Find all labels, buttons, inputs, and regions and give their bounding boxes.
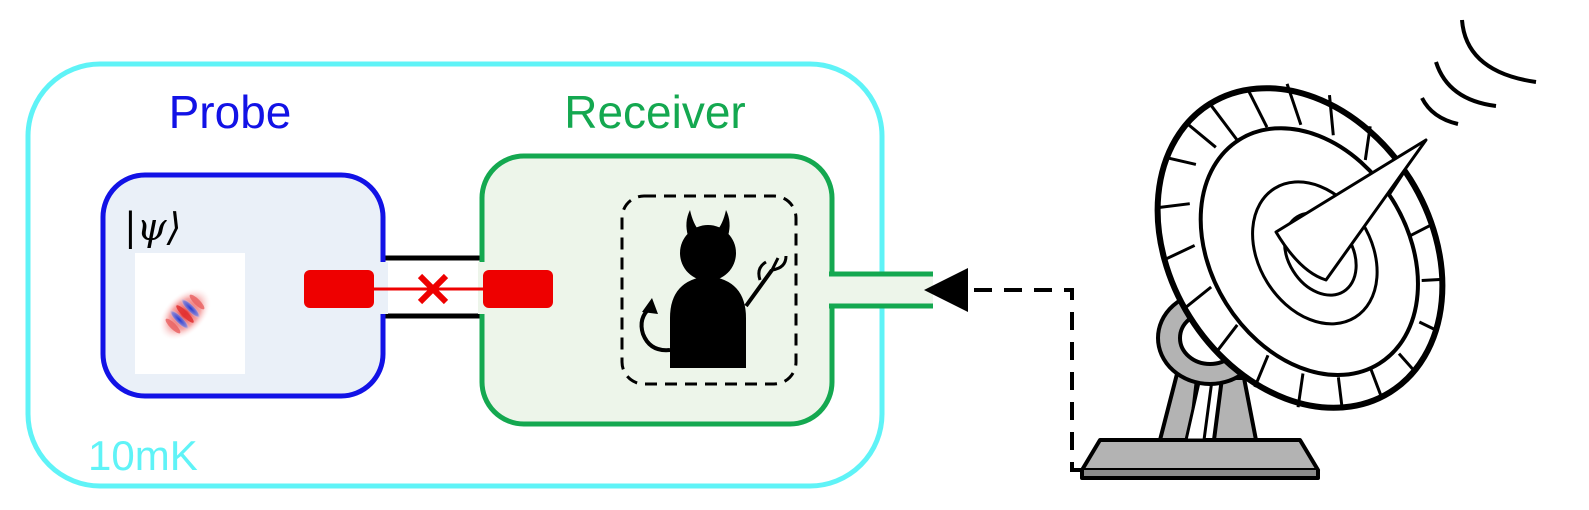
satellite-dish-icon xyxy=(1080,19,1537,480)
demon-frame xyxy=(620,194,798,386)
probe-title: Probe xyxy=(169,86,292,138)
signal-path xyxy=(924,268,1082,472)
state-ket: |ψ⟩ xyxy=(124,205,181,249)
arrow-head-icon xyxy=(924,268,968,312)
receiver-input-port xyxy=(826,271,933,309)
devil-icon xyxy=(639,210,788,368)
receiver-title: Receiver xyxy=(564,86,746,138)
temperature-label: 10mK xyxy=(88,432,198,479)
wigner-function-plot xyxy=(135,253,245,374)
coupler-cross-mark-icon xyxy=(304,270,553,308)
